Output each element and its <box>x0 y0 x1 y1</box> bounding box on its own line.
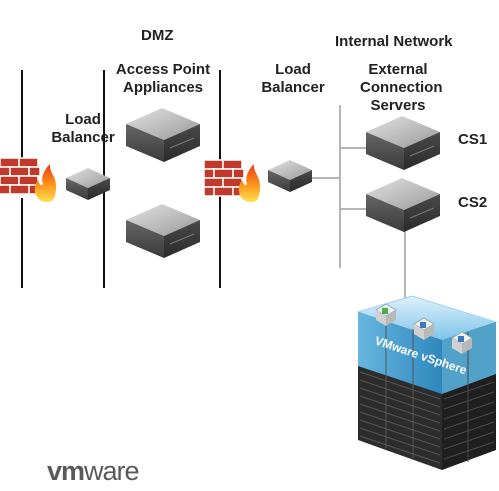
access-point-line-2: Appliances <box>122 79 204 96</box>
access-point-line-1: Access Point <box>115 61 211 78</box>
external-line-1: External <box>368 61 428 78</box>
cs1-label: CS1 <box>458 131 488 148</box>
load-balancer-left-line-1: Load <box>65 111 101 128</box>
access-point-appliance-2-icon <box>126 204 200 258</box>
vm-cube-icon <box>451 331 473 354</box>
vm-cube-icon <box>375 303 397 326</box>
external-line-3: Servers <box>370 97 426 114</box>
load-balancer-left-label: Load Balancer <box>48 111 118 147</box>
access-point-appliance-1-icon <box>126 108 200 162</box>
load-balancer-left-icon <box>66 168 110 200</box>
vmware-logo-rest: ware <box>84 456 140 486</box>
firewall-left-icon <box>0 157 56 202</box>
external-connection-servers-label: External Connection Servers <box>360 61 443 115</box>
vm-cube-icon <box>413 317 435 340</box>
cs2-label: CS2 <box>458 194 488 211</box>
firewall-right-icon <box>203 159 260 202</box>
load-balancer-right-label: Load Balancer <box>257 61 329 97</box>
load-balancer-left-line-2: Balancer <box>51 129 115 146</box>
access-point-appliances-label: Access Point Appliances <box>108 61 218 97</box>
flame-icon <box>238 164 260 202</box>
internal-network-label: Internal Network <box>335 33 453 50</box>
load-balancer-right-line-1: Load <box>275 61 311 78</box>
vmware-logo-bold: vm <box>47 456 85 486</box>
dmz-label: DMZ <box>141 27 174 44</box>
flame-icon <box>34 164 56 202</box>
connection-server-cs2-icon <box>366 178 440 232</box>
load-balancer-right-line-2: Balancer <box>261 79 325 96</box>
vmware-logo: vmware <box>47 456 140 487</box>
connection-server-cs1-icon <box>366 116 440 170</box>
load-balancer-right-icon <box>268 160 312 192</box>
vsphere-rack-icon: VMware vSphere <box>356 295 498 470</box>
external-line-2: Connection <box>360 79 443 96</box>
